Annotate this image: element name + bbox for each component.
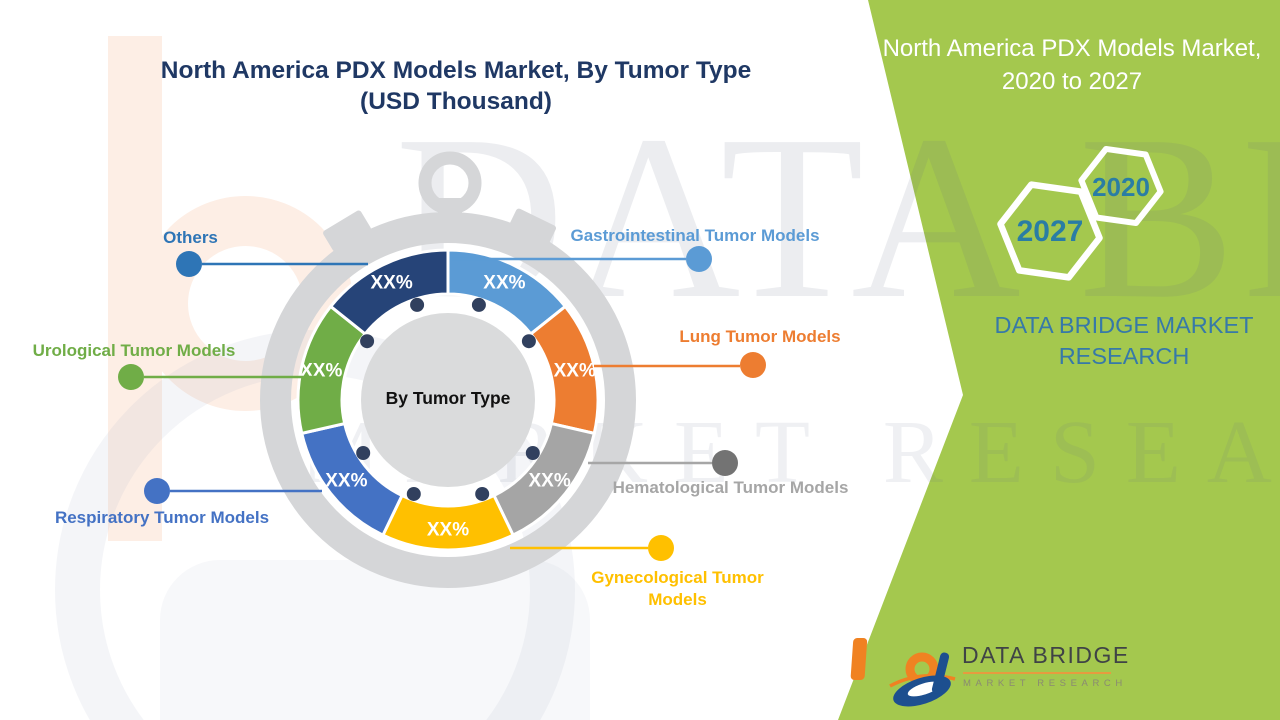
year-start-label: 2020	[1092, 172, 1150, 202]
segment-label-hematological: Hematological Tumor Models	[612, 478, 849, 497]
year-end-label: 2027	[1016, 215, 1084, 248]
segment-label-gastrointestinal: Gastrointestinal Tumor Models	[570, 226, 820, 245]
chart-title-line2: (USD Thousand)	[360, 88, 552, 115]
data-bridge-logo-icon	[850, 638, 956, 707]
segment-label-gynecological: Gynecological Tumor Models	[591, 568, 764, 609]
segment-label-respiratory: Respiratory Tumor Models	[54, 508, 270, 527]
chart-title: North America PDX Models Market, By Tumo…	[150, 55, 762, 117]
donut-center-label: By Tumor Type	[385, 388, 511, 408]
segment-value-label: XX%	[554, 361, 596, 382]
leader-dot	[648, 535, 674, 561]
segment-label-lung: Lung Tumor Models	[679, 327, 841, 346]
logo-brand-text: DATA BRIDGE	[962, 642, 1130, 668]
chart-title-line1: North America PDX Models Market, By Tumo…	[160, 57, 752, 84]
segment-label-urological: Urological Tumor Models	[32, 341, 236, 360]
watermark-blob	[160, 560, 590, 720]
logo-divider	[963, 672, 1111, 674]
watermark-text-data-bridge: DATA BRIDGE	[395, 87, 1280, 347]
banner-title-line1: North America PDX Models Market,	[882, 35, 1262, 62]
banner-title: North America PDX Models Market, 2020 to…	[872, 32, 1272, 98]
leader-dot	[740, 352, 766, 378]
segment-label-others: Others	[163, 228, 218, 247]
company-name: DATA BRIDGE MARKET RESEARCH	[994, 312, 1254, 369]
banner-title-line2: 2020 to 2027	[1001, 68, 1143, 95]
logo-tagline-text: MARKET RESEARCH	[963, 678, 1127, 689]
